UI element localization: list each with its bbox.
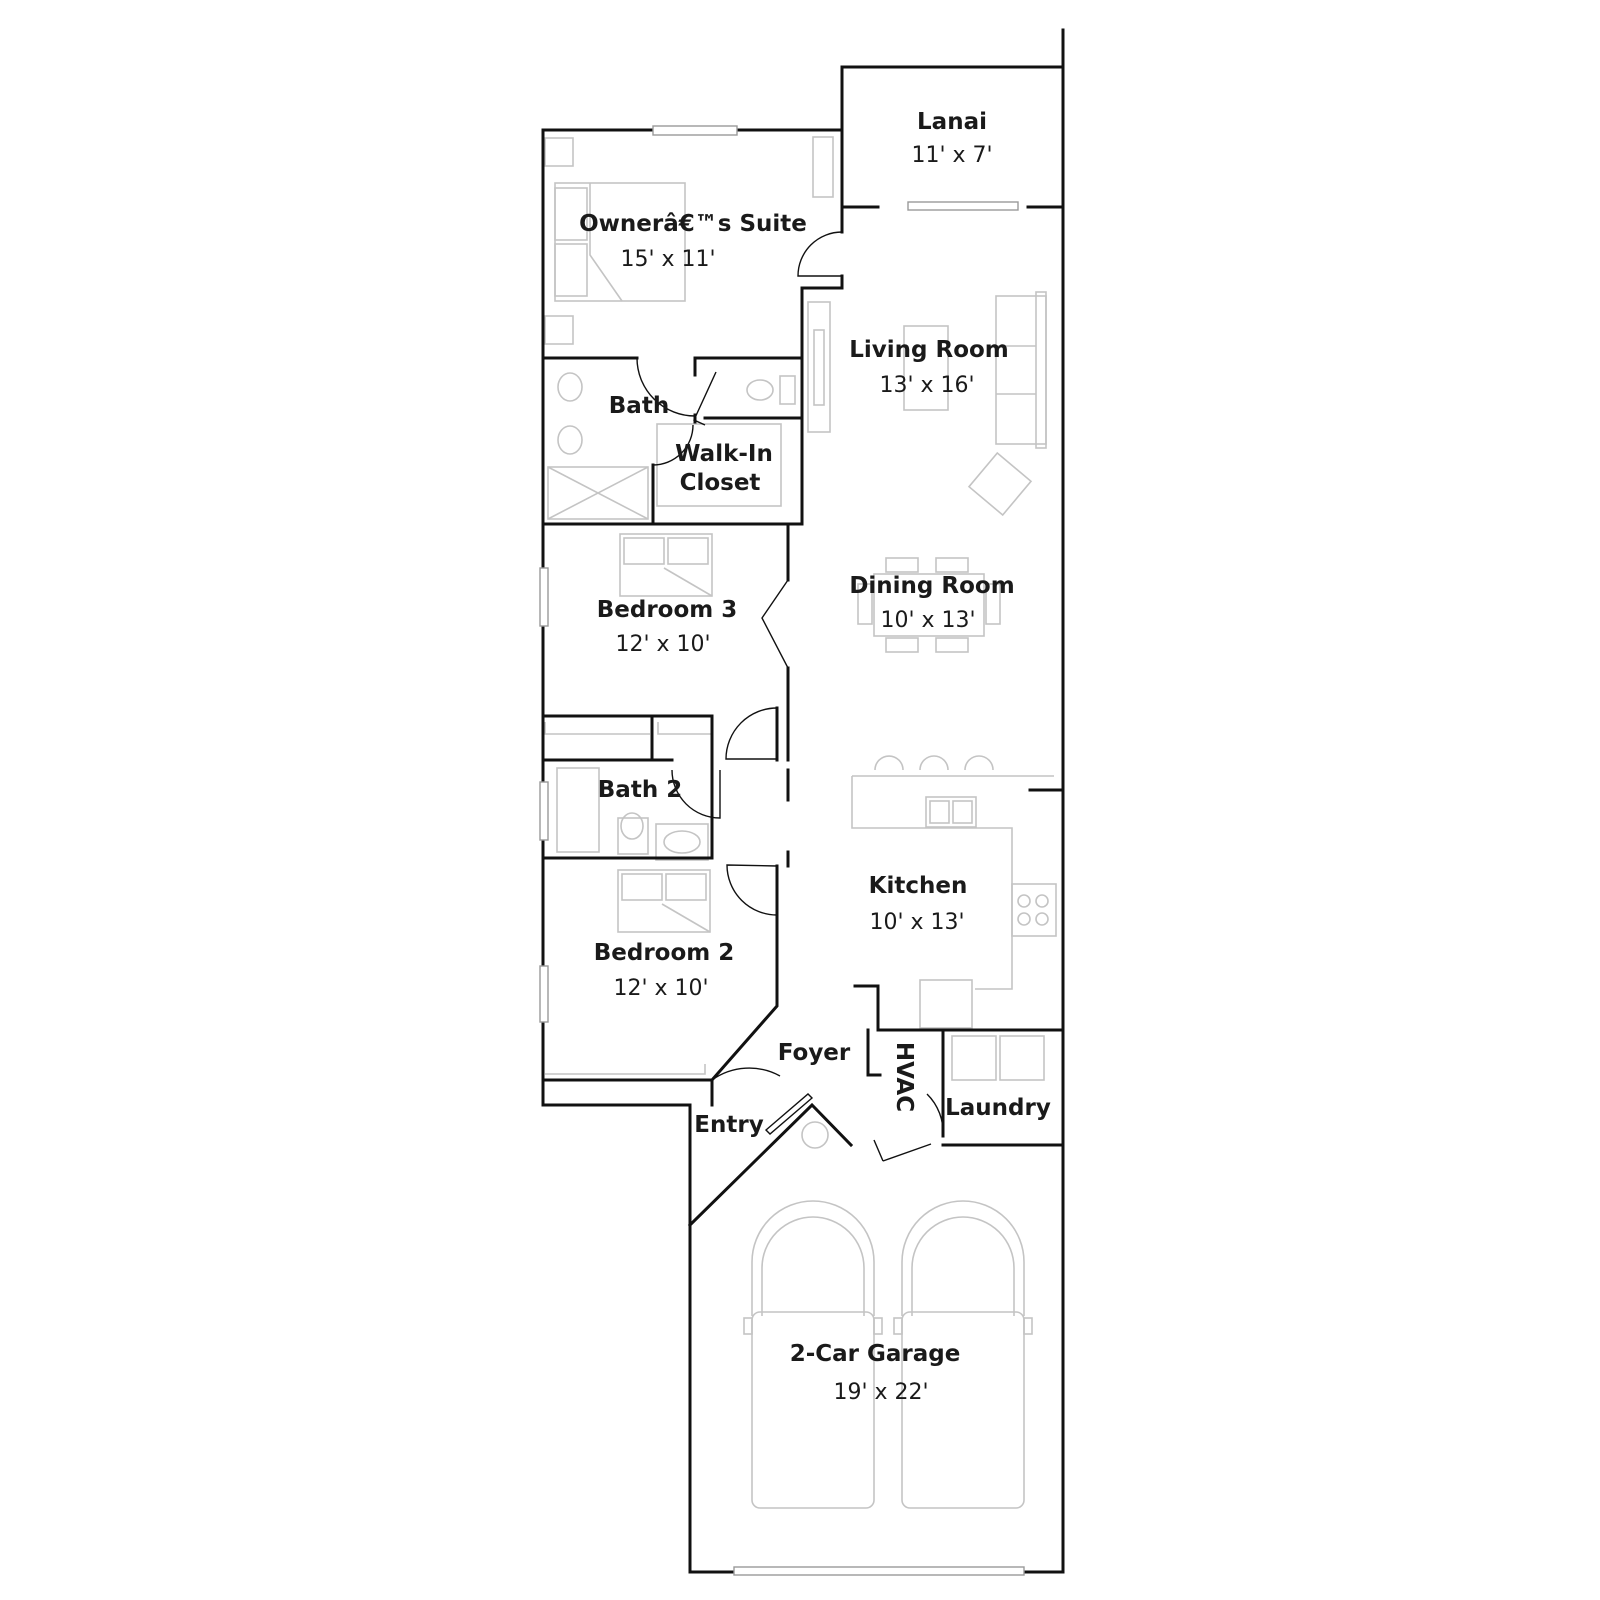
entry-label: Entry (694, 1112, 763, 1138)
bath-label: Bath (609, 393, 669, 419)
bedroom-2-dims: 12' x 10' (613, 976, 708, 1001)
laundry-label: Laundry (945, 1095, 1051, 1121)
room-labels: Lanai 11' x 7' Ownerâ€™s Suite 15' x 11'… (579, 109, 1051, 1405)
kitchen-label: Kitchen (869, 873, 968, 899)
dining-room-label: Dining Room (849, 573, 1014, 599)
car-right (893, 1200, 1033, 1509)
owners-suite-label: Ownerâ€™s Suite (579, 211, 807, 237)
walk-in-closet-label: Walk-In (675, 441, 773, 467)
owners-suite-dims: 15' x 11' (620, 247, 715, 272)
living-room-label: Living Room (849, 337, 1009, 363)
bedroom-3-label: Bedroom 3 (597, 597, 738, 623)
garage-dims: 19' x 22' (833, 1380, 928, 1405)
windows (539, 125, 1025, 1576)
walk-in-closet-label-2: Closet (680, 470, 761, 496)
living-room-dims: 13' x 16' (879, 373, 974, 398)
bath-2-label: Bath 2 (598, 777, 682, 803)
lanai-dims: 11' x 7' (911, 143, 992, 168)
furniture (544, 136, 1057, 1509)
doors (636, 231, 944, 1162)
car-left (743, 1200, 883, 1509)
bedroom-3-dims: 12' x 10' (615, 632, 710, 657)
hvac-label: HVAC (891, 1042, 917, 1112)
foyer-label: Foyer (778, 1040, 851, 1066)
lanai-label: Lanai (917, 109, 987, 135)
garage-label: 2-Car Garage (790, 1341, 961, 1367)
dining-room-dims: 10' x 13' (880, 608, 975, 633)
kitchen-dims: 10' x 13' (869, 910, 964, 935)
bedroom-2-label: Bedroom 2 (594, 940, 735, 966)
